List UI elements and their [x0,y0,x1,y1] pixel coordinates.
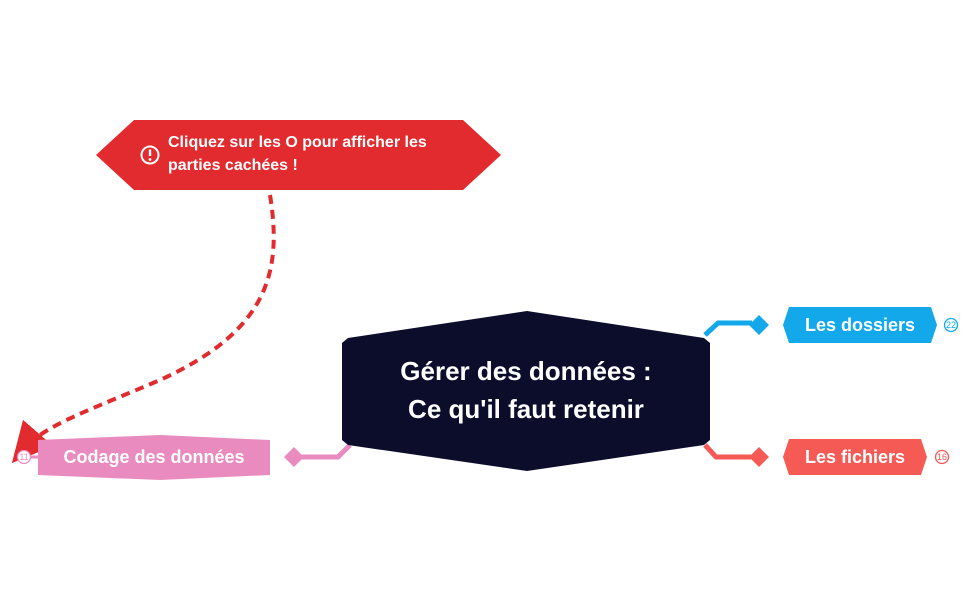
callout-box[interactable] [96,120,501,190]
central-topic[interactable] [342,311,710,471]
node-les-dossiers[interactable] [783,307,937,343]
badge-count-codage: 11 [19,452,29,462]
node-les-fichiers[interactable] [783,439,927,475]
callout-line1: Cliquez sur les O pour afficher les [168,134,427,151]
node-label-les-dossiers: Les dossiers [804,315,916,335]
node-label-les-fichiers: Les fichiers [804,447,906,467]
connector-les-fichiers [703,443,752,460]
collapse-badge-les-fichiers[interactable] [934,449,950,465]
badge-count-les-fichiers: 16 [936,452,947,462]
collapse-badge-les-dossiers[interactable] [943,317,959,333]
connector-diamond-codage [284,447,304,467]
connector-codage [300,443,352,460]
collapse-badge-codage[interactable] [16,449,32,465]
central-topic-line2: Ce qu'il faut retenir [408,394,644,424]
codage-stub [31,455,39,459]
callout-line2: parties cachées ! [168,157,298,174]
exclamation-bar [148,149,152,156]
callout-arrow [11,194,276,464]
connector-les-dossiers [703,320,752,337]
exclamation-dot [148,158,152,161]
connector-diamond-les-fichiers [749,447,769,467]
central-topic-title: Gérer des données : Ce qu'il faut reteni… [342,352,710,428]
node-codage-des-donnees[interactable] [38,435,270,480]
callout-text: Cliquez sur les O pour afficher les part… [168,131,468,177]
node-label-codage-des-donnees: Codage des données [63,447,245,467]
badge-count-les-dossiers: 22 [945,320,956,330]
exclamation-circle-icon [140,145,160,165]
connector-diamond-les-dossiers [749,315,769,335]
central-topic-line1: Gérer des données : [400,356,652,386]
